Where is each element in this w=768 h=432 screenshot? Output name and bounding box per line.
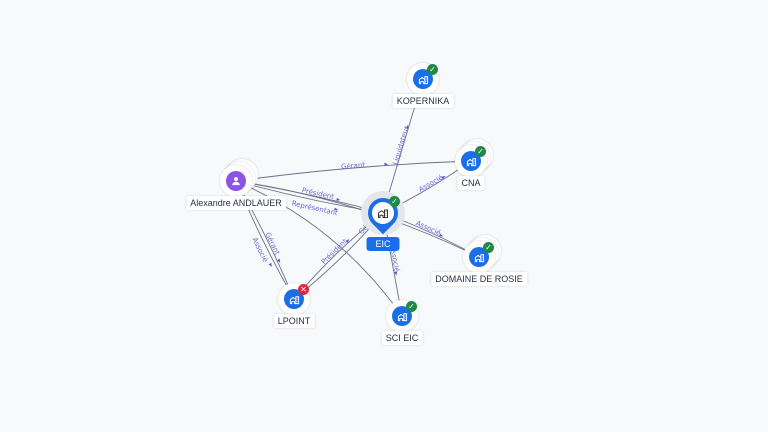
- building-icon: [413, 69, 433, 89]
- edge-alex-cna: [235, 160, 472, 182]
- building-icon: [284, 289, 304, 309]
- edge-label: Gérant: [341, 161, 366, 171]
- edge-label: Associé: [417, 173, 444, 193]
- node-label: Alexandre ANDLAUER: [186, 196, 286, 210]
- building-icon: [461, 151, 481, 171]
- edge-arrow-icon: [439, 233, 444, 237]
- node-label: SCI EIC: [381, 331, 423, 345]
- check-badge-icon: ✓: [389, 196, 400, 207]
- edge-label: Président: [301, 186, 335, 201]
- check-badge-icon: ✓: [483, 242, 494, 253]
- edge-alex-domaine: [235, 180, 480, 258]
- person-icon: [226, 171, 246, 191]
- building-icon: [392, 306, 412, 326]
- node-label: LPOINT: [273, 314, 315, 328]
- edge-label: Liquidateur: [392, 125, 411, 166]
- node-label: KOPERNIKA: [392, 94, 454, 108]
- node-label: EIC: [366, 237, 400, 251]
- edge-arrow-icon: [277, 258, 281, 263]
- edge-arrow-icon: [336, 197, 341, 201]
- node-label: DOMAINE DE ROSIE: [431, 272, 527, 286]
- building-icon: [372, 202, 394, 224]
- edge-arrow-icon: [384, 162, 389, 166]
- edge-arrow-icon: [334, 207, 339, 211]
- edge-arrow-icon: [405, 124, 409, 129]
- edge-alex-scieic: [235, 180, 403, 317]
- building-icon: [469, 247, 489, 267]
- edge-arrow-icon: [441, 175, 446, 180]
- check-badge-icon: ✓: [475, 146, 486, 157]
- edge-label: Associé: [415, 219, 442, 237]
- node-label: CNA: [457, 176, 485, 190]
- check-badge-icon: ✓: [427, 64, 438, 75]
- closed-badge-icon: ✕: [298, 284, 309, 295]
- edge-arrow-icon: [394, 271, 398, 276]
- edge-arrow-icon: [268, 262, 272, 268]
- check-badge-icon: ✓: [406, 301, 417, 312]
- edge-arrow-icon: [345, 239, 350, 243]
